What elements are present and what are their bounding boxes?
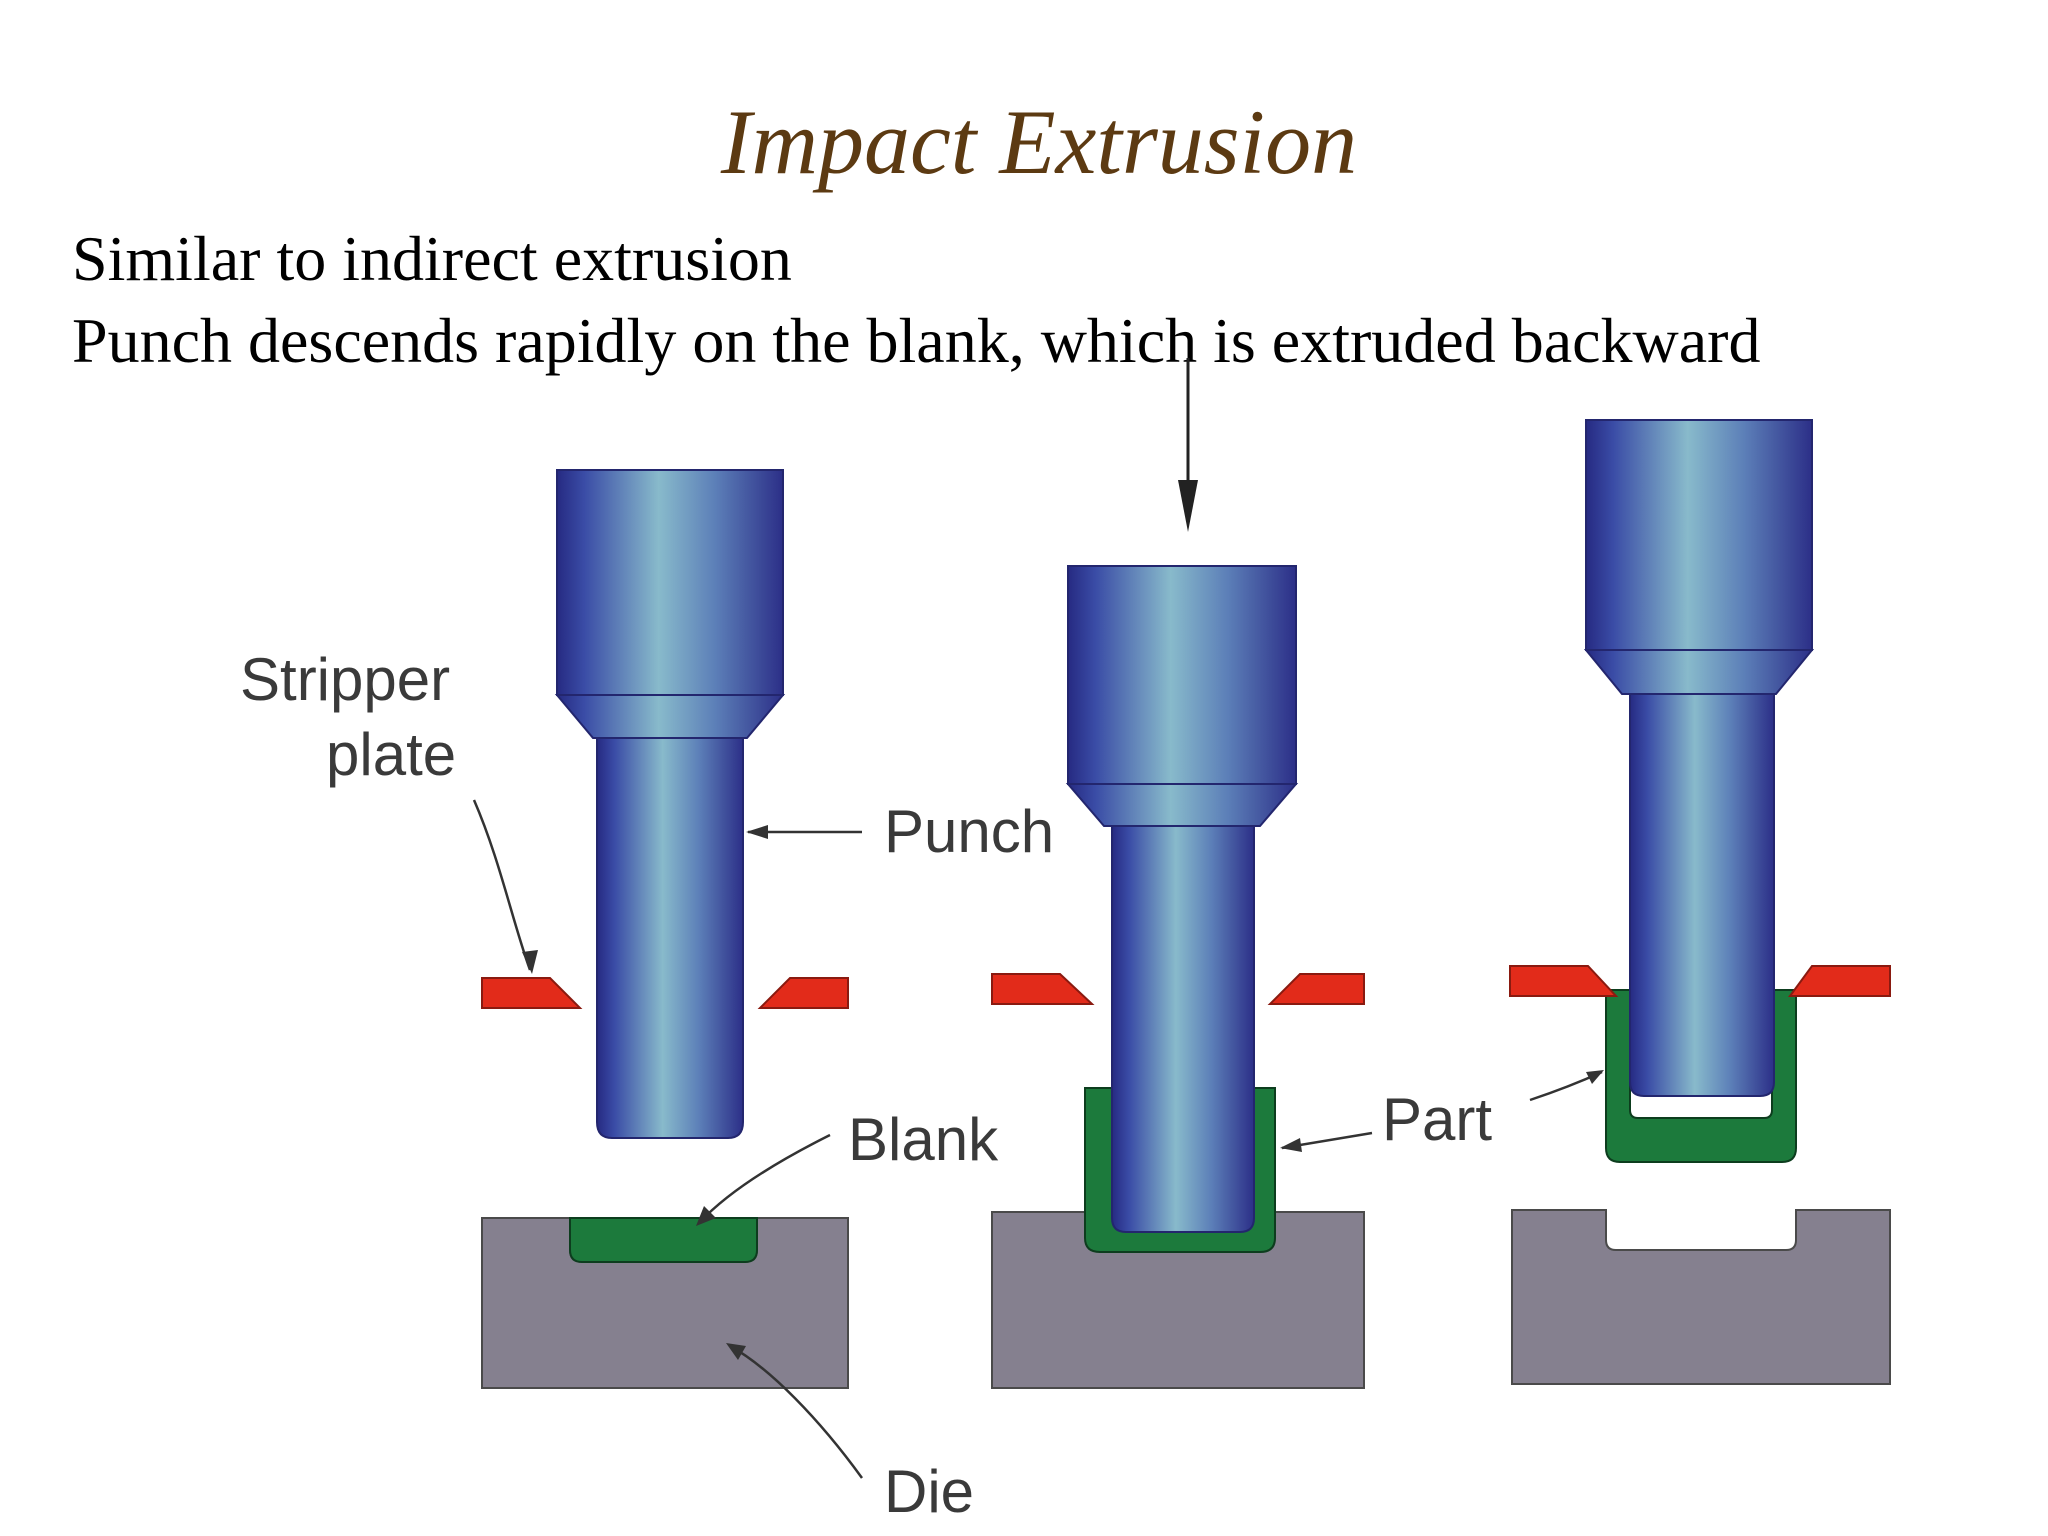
label-die: Die [884, 1458, 974, 1525]
leader-blank [699, 1133, 831, 1223]
label-stripper-line2: plate [326, 721, 456, 788]
bullet-punch-descends: Punch descends rapidly on the blank, whi… [72, 305, 1761, 376]
leader-stripper-arrow [522, 950, 538, 974]
stripper-plate-stage-2 [991, 973, 1365, 1005]
label-part: Part [1382, 1086, 1492, 1153]
labels: Stripper plate Punch Blank Part Die [240, 646, 1604, 1525]
arrow-head [1178, 480, 1198, 532]
label-stripper-line1: Stripper [240, 646, 450, 713]
leader-stripper [472, 799, 532, 971]
blank-stage-1 [569, 1217, 758, 1263]
punch-shaft-stage-3 [1629, 693, 1775, 1097]
stripper-plate-stage-3 [1509, 965, 1891, 997]
stage-1 [481, 469, 849, 1389]
stage-2 [991, 358, 1365, 1389]
leader-part-right-arrow [1586, 1070, 1604, 1084]
leader-die [729, 1344, 864, 1479]
punch-stage-3 [1583, 419, 1815, 695]
slide-title: Impact Extrusion [720, 91, 1358, 193]
punch-stage-2 [1065, 565, 1299, 1233]
leader-punch-arrow [746, 825, 768, 839]
leader-blank-arrow [696, 1206, 716, 1226]
leader-die-arrow [726, 1343, 746, 1360]
label-punch: Punch [884, 798, 1054, 865]
die-stage-3 [1511, 1209, 1891, 1385]
stripper-plate-stage-1 [481, 977, 849, 1009]
leader-part-left-arrow [1280, 1138, 1302, 1152]
stage-3 [1509, 419, 1891, 1385]
label-blank: Blank [848, 1106, 999, 1173]
punch-stage-1 [554, 469, 786, 1139]
bullet-similar: Similar to indirect extrusion [72, 223, 792, 294]
